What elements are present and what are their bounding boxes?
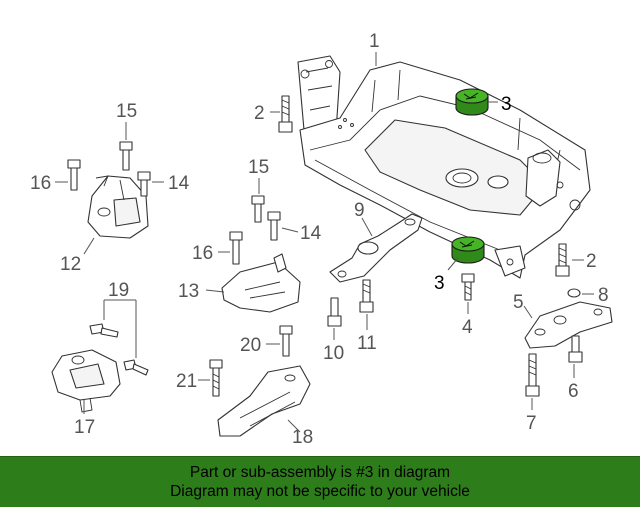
- callout-13: 13: [178, 281, 199, 302]
- bolt-part-16-upper[interactable]: [67, 159, 81, 191]
- callout-15-upper: 15: [116, 101, 137, 122]
- bolt-part-15-lower[interactable]: [251, 195, 265, 223]
- callout-1: 1: [369, 31, 380, 52]
- callout-11: 11: [357, 333, 377, 354]
- notice-line-part: Part or sub-assembly is #3 in diagram: [189, 464, 451, 481]
- callout-10: 10: [323, 343, 344, 364]
- bolt-part-2-left[interactable]: [278, 95, 293, 133]
- bolt-part-20[interactable]: [279, 325, 293, 357]
- callout-14-upper: 14: [168, 173, 190, 194]
- callout-15-lower: 15: [248, 157, 269, 178]
- callout-2-left: 2: [254, 103, 265, 124]
- callout-16-lower: 16: [192, 243, 213, 264]
- transmission-mount-part-17[interactable]: [51, 349, 121, 413]
- fitment-notice-banner: Part or sub-assembly is #3 in diagram Di…: [0, 456, 640, 507]
- bolt-part-14-lower[interactable]: [267, 211, 281, 241]
- bolt-part-16-lower[interactable]: [229, 231, 243, 265]
- callout-18: 18: [292, 427, 313, 448]
- bolt-part-19-right[interactable]: [123, 359, 149, 376]
- callout-12: 12: [60, 254, 81, 275]
- callout-21: 21: [176, 371, 197, 392]
- engine-mount-part-12[interactable]: [87, 175, 149, 239]
- bushing-part-3-upper[interactable]: [455, 88, 489, 116]
- bracket-part-18[interactable]: [217, 365, 311, 437]
- torque-rod-part-9[interactable]: [329, 213, 423, 283]
- callout-20: 20: [240, 335, 261, 356]
- bolt-part-15-upper[interactable]: [119, 141, 133, 171]
- callout-19: 19: [108, 280, 129, 301]
- washer-part-8[interactable]: [567, 288, 581, 298]
- bolt-part-11[interactable]: [359, 279, 374, 313]
- bolt-part-19-left[interactable]: [89, 323, 119, 338]
- bolt-part-21[interactable]: [209, 359, 223, 397]
- callout-14-lower: 14: [300, 223, 322, 244]
- callout-3-upper: 3: [501, 94, 512, 115]
- bolt-part-14-upper[interactable]: [137, 171, 151, 197]
- callout-16-upper: 16: [30, 173, 51, 194]
- callout-labels: 1 2 3 3 4 5 2 8 6 7 9 10 11 12 13 14 14 …: [30, 31, 609, 448]
- subframe-part-1[interactable]: [297, 55, 591, 279]
- exploded-parts-diagram: 1 2 3 3 4 5 2 8 6 7 9 10 11 12 13 14 14 …: [30, 31, 613, 448]
- bracket-part-13[interactable]: [221, 253, 301, 313]
- bolt-part-4[interactable]: [461, 273, 475, 301]
- bolt-part-7[interactable]: [525, 353, 540, 397]
- callout-4: 4: [462, 317, 473, 338]
- callout-5: 5: [513, 292, 524, 313]
- bolt-part-2-right[interactable]: [555, 243, 570, 277]
- bolt-part-6[interactable]: [568, 335, 583, 363]
- callout-2-right: 2: [586, 251, 597, 272]
- callout-7: 7: [526, 413, 537, 434]
- callout-8: 8: [598, 285, 609, 306]
- notice-line-disclaimer: Diagram may not be specific to your vehi…: [170, 483, 470, 500]
- bolt-part-10[interactable]: [327, 297, 342, 327]
- bushing-part-3-lower[interactable]: [451, 236, 485, 264]
- leader-lines: [55, 52, 594, 433]
- callout-17: 17: [74, 417, 95, 438]
- callout-3-lower: 3: [434, 273, 445, 294]
- callout-9: 9: [354, 200, 365, 221]
- callout-6: 6: [568, 381, 579, 402]
- bracket-part-5[interactable]: [524, 301, 613, 349]
